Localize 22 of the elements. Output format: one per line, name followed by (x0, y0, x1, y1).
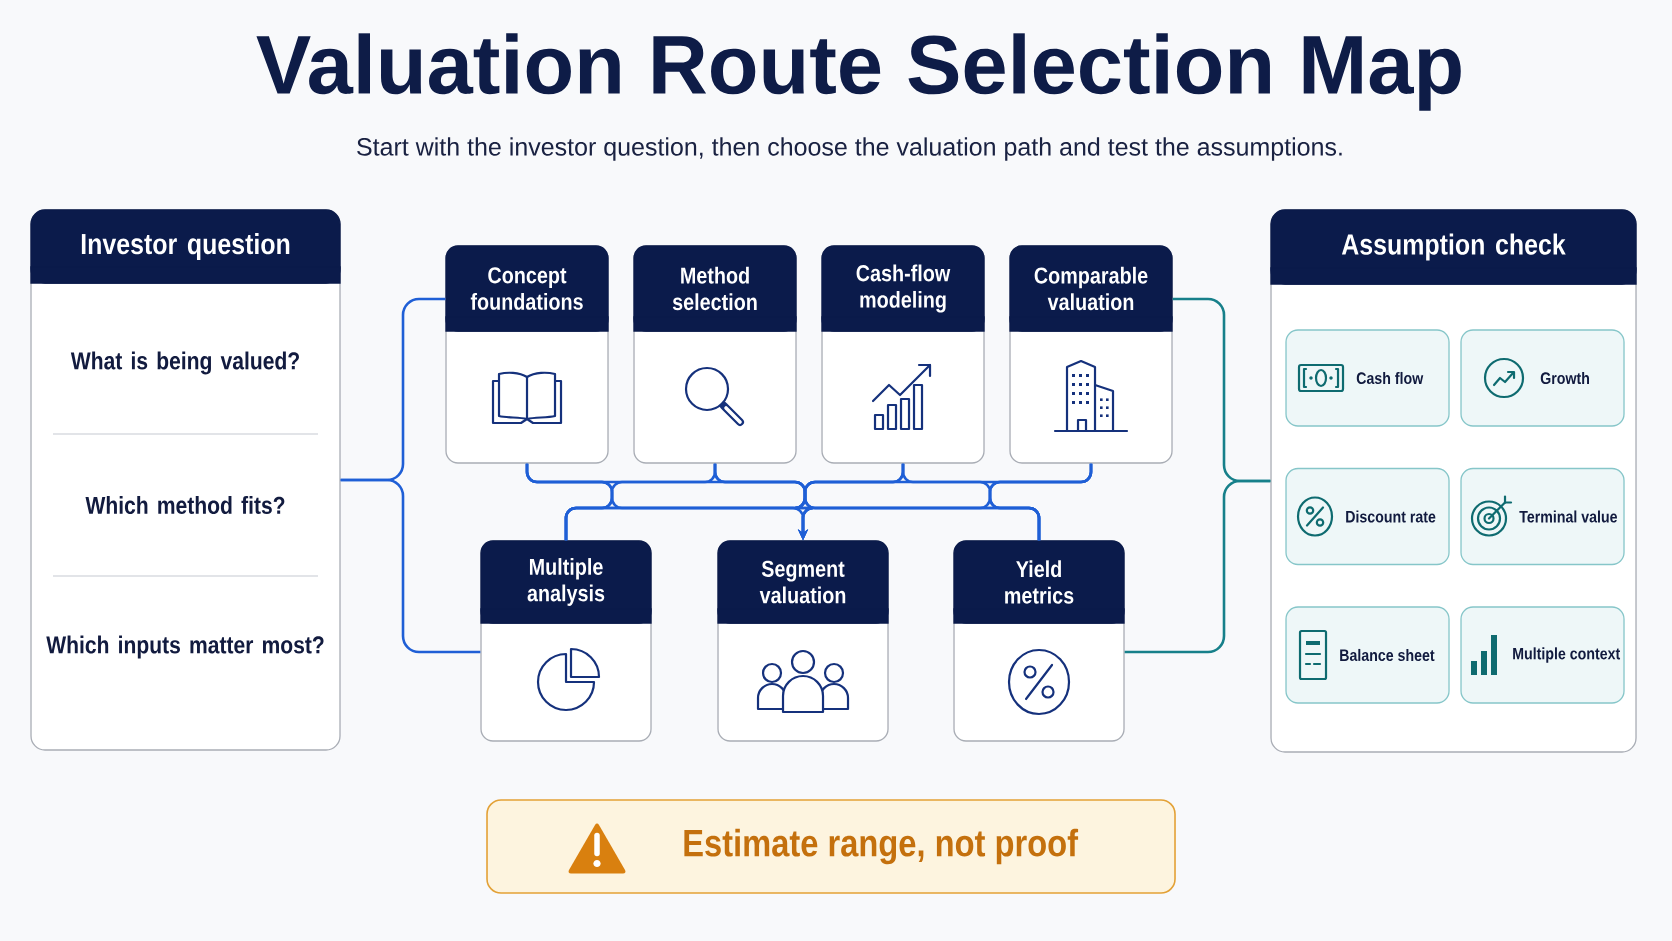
connector-line (988, 463, 1093, 541)
subtitle: Start with the investor question, then choose the valuation path and test the assumptions. (357, 137, 1342, 161)
connector-line (1124, 479, 1271, 654)
title: Valuation Route Selection Map (256, 33, 1461, 111)
check-tile: Multiple context (1460, 606, 1625, 704)
question-text: What is being valued? (70, 351, 299, 375)
card: Concept foundations (445, 245, 609, 464)
question-text: Which method fits? (85, 496, 285, 514)
card: Cash-flow modeling (821, 245, 985, 464)
check-tile: Discount rate (1285, 467, 1450, 566)
card: Yield metrics (953, 540, 1125, 742)
warning-banner: Estimate range, not proof (486, 799, 1176, 894)
card: Segment valuation (717, 540, 889, 742)
card: Method selection (633, 245, 797, 464)
check-tile: Balance sheet (1285, 606, 1450, 704)
check-tile: Growth (1460, 329, 1625, 427)
question-text: Which inputs matter most? (46, 635, 324, 659)
card: Multiple analysis (480, 540, 652, 742)
check-tile: Cash flow (1285, 329, 1450, 427)
check-tile: Terminal value (1460, 467, 1625, 566)
connector-line (340, 478, 481, 654)
card: Comparable valuation (1009, 245, 1173, 464)
